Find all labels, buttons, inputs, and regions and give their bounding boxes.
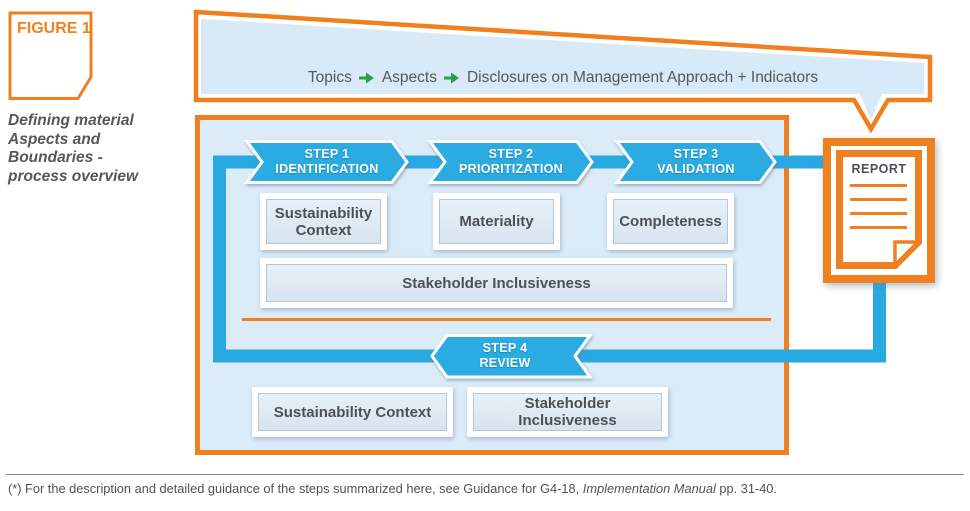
step-name: IDENTIFICATION bbox=[275, 161, 379, 176]
green-arrow-icon bbox=[443, 72, 459, 84]
step-name: PRIORITIZATION bbox=[459, 161, 563, 176]
principle-box-materiality: Materiality bbox=[433, 193, 560, 250]
step-number: STEP 2 bbox=[488, 147, 534, 161]
principle-box-label: Stakeholder Inclusiveness bbox=[473, 393, 662, 431]
step-name: REVIEW bbox=[479, 355, 531, 370]
banner-fill bbox=[201, 19, 924, 120]
step-3-label: STEP 3 VALIDATION bbox=[621, 147, 771, 176]
report-page-fold bbox=[893, 240, 923, 270]
figure-label: FIGURE 1 bbox=[17, 20, 91, 37]
report-text-line bbox=[850, 198, 907, 201]
divider-line bbox=[242, 318, 771, 321]
principle-box-label: Materiality bbox=[439, 199, 554, 244]
step-number: STEP 3 bbox=[673, 147, 719, 161]
principle-box-completeness: Completeness bbox=[607, 193, 734, 250]
report-text-line bbox=[850, 226, 907, 229]
step-4-label: STEP 4 REVIEW bbox=[430, 341, 580, 370]
report-document-icon bbox=[836, 150, 923, 270]
report-label: REPORT bbox=[851, 162, 907, 176]
figure-tag-box bbox=[8, 11, 93, 100]
caption-line: Aspects and bbox=[8, 130, 101, 148]
report-box: REPORT bbox=[823, 138, 935, 283]
caption-line: Defining material bbox=[8, 112, 134, 129]
banner-part-disclosures: Disclosures on Management Approach + Ind… bbox=[466, 69, 819, 86]
step-1-label: STEP 1 IDENTIFICATION bbox=[252, 147, 402, 176]
footnote-text: pp. 31-40. bbox=[715, 481, 777, 496]
caption-line: Boundaries - bbox=[8, 149, 103, 166]
banner-part-topics: Topics bbox=[307, 69, 352, 86]
step-number: STEP 4 bbox=[482, 341, 528, 355]
topics-banner bbox=[193, 9, 933, 134]
banner-part-aspects: Aspects bbox=[381, 69, 437, 86]
principle-box-sustainability-context-review: Sustainability Context bbox=[252, 387, 453, 437]
report-text-line bbox=[850, 184, 907, 187]
principle-box-stakeholder-inclusiveness: Stakeholder Inclusiveness bbox=[260, 258, 733, 308]
footnote-rule bbox=[6, 474, 964, 475]
report-text-line bbox=[850, 212, 907, 215]
green-arrow-icon bbox=[358, 72, 374, 84]
principle-box-label: Stakeholder Inclusiveness bbox=[266, 264, 727, 302]
step-2-label: STEP 2 PRIORITIZATION bbox=[436, 147, 586, 176]
step-number: STEP 1 bbox=[304, 147, 350, 161]
footnote-italic-text: Implementation Manual bbox=[582, 481, 716, 496]
principle-box-stakeholder-inclusiveness-review: Stakeholder Inclusiveness bbox=[467, 387, 668, 437]
principle-box-sustainability-context: Sustainability Context bbox=[260, 193, 387, 250]
principle-box-label: Sustainability Context bbox=[266, 199, 381, 244]
principle-box-label: Sustainability Context bbox=[258, 393, 447, 431]
footnote: (*) For the description and detailed gui… bbox=[8, 481, 958, 496]
figure-caption: Defining material Aspects and Boundaries… bbox=[8, 112, 188, 186]
principle-box-label: Completeness bbox=[613, 199, 728, 244]
banner-text: Topics Aspects Disclosures on Management… bbox=[196, 66, 930, 90]
footnote-text: (*) For the description and detailed gui… bbox=[8, 481, 583, 496]
step-name: VALIDATION bbox=[657, 161, 735, 176]
figure-tag-outline bbox=[8, 11, 93, 100]
caption-line: process overview bbox=[8, 167, 139, 185]
